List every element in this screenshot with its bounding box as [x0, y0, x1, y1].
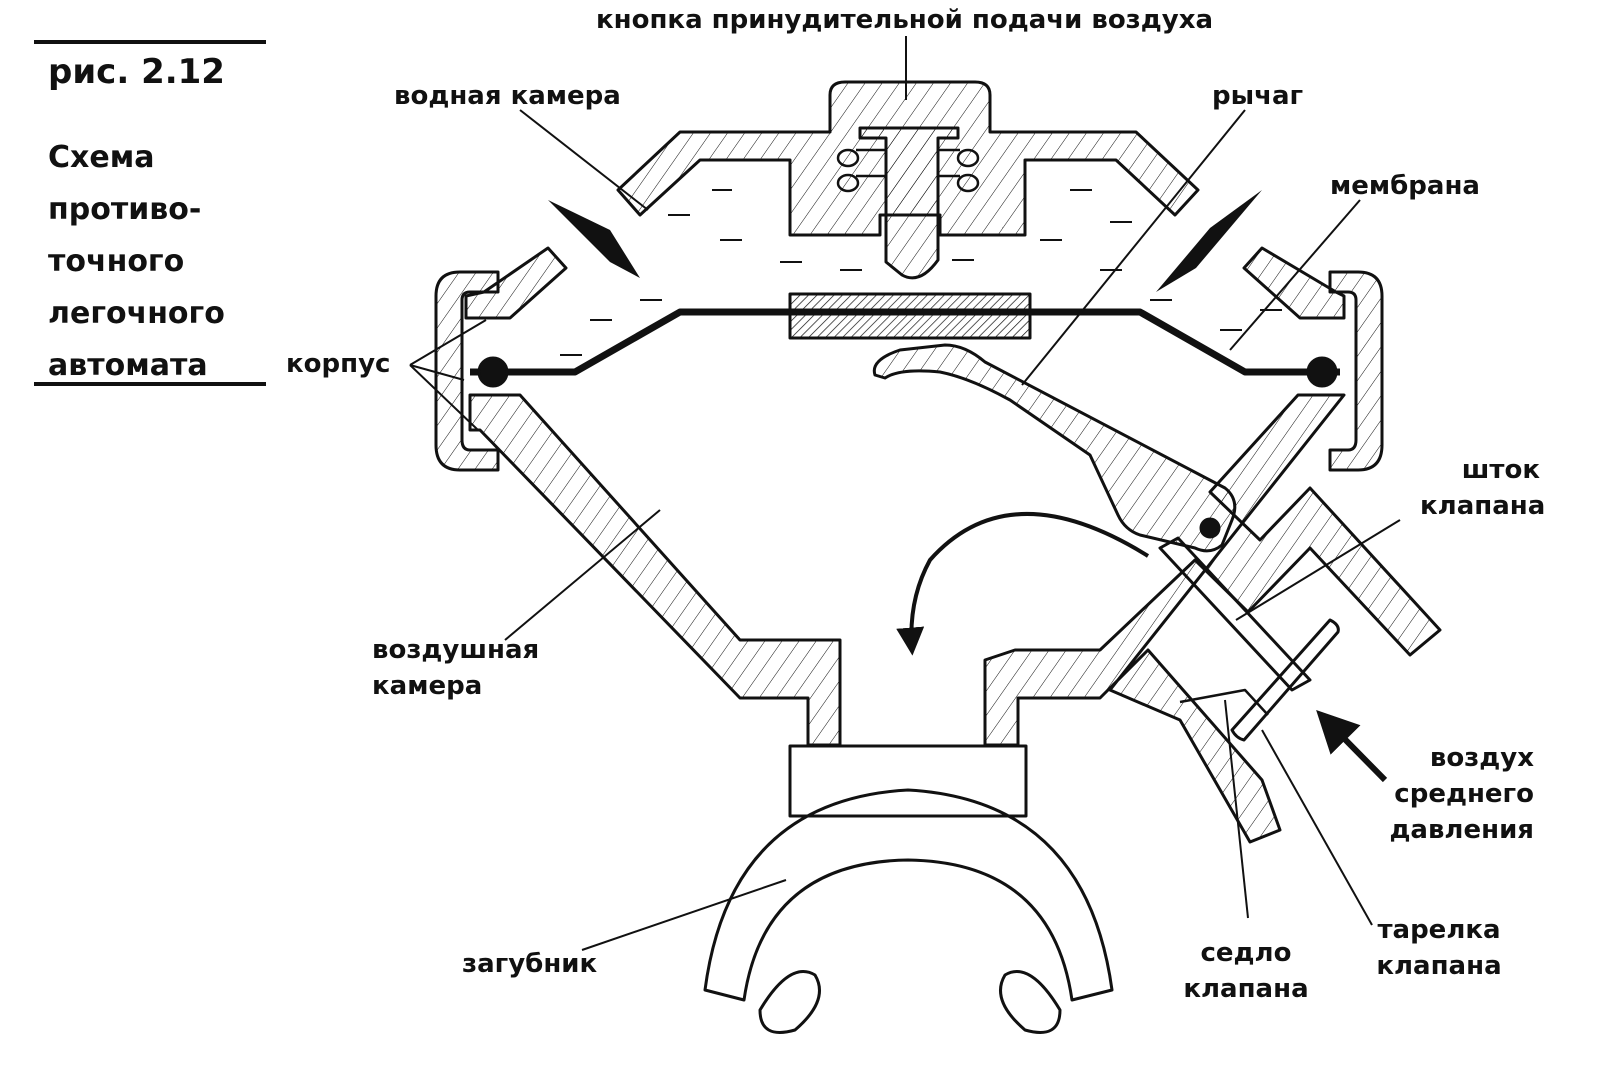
purge-button-stem [858, 126, 960, 280]
purge-spring [836, 148, 980, 193]
valve-stem [1158, 536, 1312, 692]
valve-seat [1179, 688, 1269, 716]
label-air-chamber: воздушная камера [372, 632, 539, 704]
label-medium-pressure-air-line: воздух [1429, 743, 1534, 773]
caption-bottom-rule [34, 382, 266, 386]
label-valve-stem: шток клапана [1420, 452, 1546, 524]
leader-valve-disc [1261, 729, 1373, 926]
leader-valve-stem [1235, 519, 1401, 621]
leader-housing-3 [409, 364, 479, 431]
figure-title-line: легочного [48, 296, 225, 331]
membrane-plate [788, 292, 1032, 340]
leader-membrane [1229, 199, 1361, 351]
mouthpiece-bite-right [999, 970, 1062, 1034]
leader-lever [1021, 109, 1246, 386]
label-air-chamber-line: воздушная [372, 635, 540, 665]
label-mouthpiece: загубник [462, 949, 598, 979]
membrane-bead-left [477, 356, 509, 388]
caption-top-rule [34, 40, 266, 44]
membrane-bead-right [1306, 356, 1338, 388]
label-water-chamber: водная камера [394, 81, 621, 111]
label-lever: рычаг [1212, 81, 1304, 111]
lever [872, 343, 1237, 553]
housing-upper-left [464, 246, 568, 320]
label-medium-pressure-air: воздух среднего давления [1380, 740, 1534, 848]
flow-arrows [548, 190, 1388, 783]
figure-number: рис. 2.12 [48, 52, 225, 92]
lever-pivot [1199, 517, 1221, 539]
figure-title-line: точного [48, 244, 185, 279]
leader-air-chamber [504, 509, 661, 641]
label-housing: корпус [286, 349, 391, 379]
label-valve-disc: тарелка клапана [1370, 912, 1508, 984]
mouthpiece [703, 788, 1114, 1002]
label-medium-pressure-air-line: среднего [1394, 779, 1534, 809]
leader-mouthpiece [581, 879, 787, 951]
label-valve-seat-line: клапана [1183, 974, 1309, 1004]
figure-title-line: противо- [48, 192, 202, 227]
water-pressure-arrow-left [548, 200, 640, 278]
leader-water-chamber [519, 109, 649, 211]
figure-title: Схема противо- точного легочного автомат… [48, 132, 225, 392]
housing-lower-right [983, 393, 1442, 844]
medium-pressure-air-arrow [1316, 710, 1388, 783]
label-valve-disc-line: клапана [1376, 951, 1502, 981]
leader-valve-seat [1224, 699, 1249, 919]
label-air-chamber-line: камера [372, 671, 483, 701]
leader-housing-2 [409, 364, 465, 381]
mouthpiece-neck [788, 744, 1028, 818]
figure-title-line: Схема [48, 140, 155, 175]
air-flow-arrow [896, 512, 1150, 656]
water-pressure-arrow-right [1156, 190, 1262, 292]
figure-title-line: автомата [48, 348, 208, 383]
label-purge-button: кнопка принудительной подачи воздуха [596, 5, 1214, 35]
label-valve-seat-line: седло [1200, 938, 1292, 968]
housing-clamp-right [1328, 270, 1384, 472]
label-valve-stem-line: клапана [1420, 491, 1546, 521]
housing-upper-right [1242, 246, 1346, 320]
label-valve-disc-line: тарелка [1377, 915, 1501, 945]
mouthpiece-bite-left [758, 970, 821, 1034]
label-medium-pressure-air-line: давления [1389, 815, 1534, 845]
leader-lines [409, 36, 1401, 951]
valve-disc [1230, 618, 1340, 742]
label-membrane: мембрана [1330, 171, 1480, 201]
leader-housing-1 [409, 319, 487, 366]
label-valve-stem-line: шток [1461, 455, 1540, 485]
label-valve-seat: седло клапана [1180, 935, 1312, 1007]
water-dashes [560, 189, 1282, 356]
